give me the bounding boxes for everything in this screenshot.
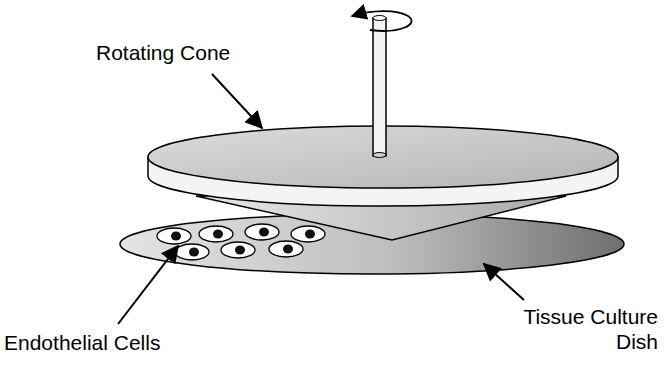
part-label: Tissue Culture Dish (498, 304, 658, 354)
leader-arrow (118, 246, 178, 324)
cell-nucleus (305, 230, 315, 239)
cell-nucleus (171, 232, 181, 241)
cell-body (221, 242, 255, 258)
cell-body (269, 241, 303, 257)
shaft-end (373, 16, 386, 21)
cell-nucleus (213, 230, 223, 239)
cell-body (157, 228, 191, 244)
cell-body (175, 244, 209, 260)
leader-arrow (484, 264, 524, 300)
cell-body (199, 226, 233, 242)
rotation-arrow (352, 11, 412, 31)
shaft-base (373, 153, 386, 158)
part-label: Endothelial Cells (4, 330, 160, 355)
leader-arrow (212, 74, 262, 128)
cell-nucleus (283, 245, 293, 254)
cell-body (245, 224, 279, 240)
cell-nucleus (235, 246, 245, 255)
part-label: Rotating Cone (96, 40, 230, 65)
cell-nucleus (259, 228, 269, 237)
cell-body (291, 226, 325, 242)
endothelial-cells (157, 224, 325, 260)
cell-nucleus (189, 248, 199, 257)
cone-shaft (373, 18, 386, 156)
